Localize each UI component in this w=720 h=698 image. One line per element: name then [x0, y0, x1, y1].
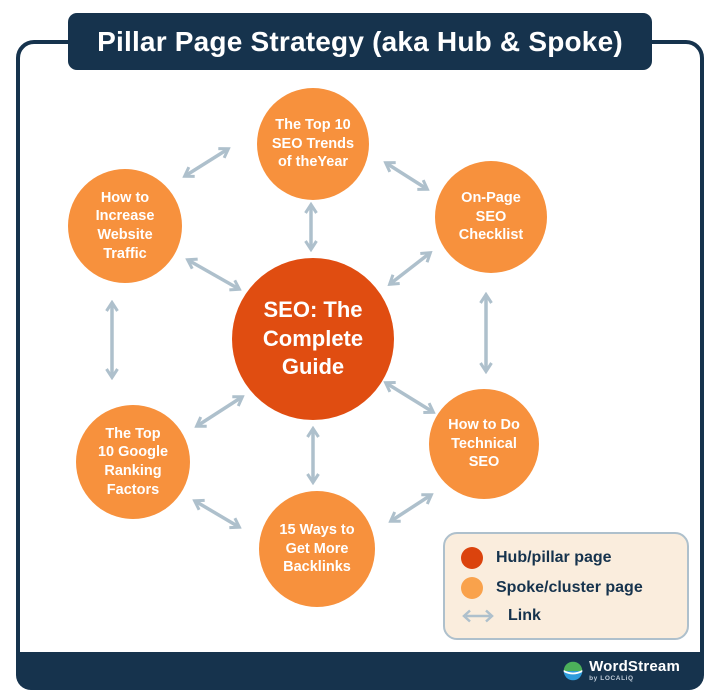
link-arrow-icon — [462, 609, 494, 623]
brand-name: WordStream — [589, 658, 680, 676]
hub-node: SEO: The Complete Guide — [232, 258, 394, 420]
wordstream-wordmark: WordStream by LOCALiQ — [589, 659, 680, 683]
brand-byline: by LOCALiQ — [589, 675, 634, 683]
wordstream-globe-icon — [563, 661, 583, 681]
legend-item-hub: Hub/pillar page — [461, 547, 675, 569]
wordstream-logo: WordStream by LOCALiQ — [563, 659, 680, 683]
legend: Hub/pillar page Spoke/cluster page Link — [443, 532, 689, 640]
spoke-swatch-icon — [461, 577, 483, 599]
footer-bar: WordStream by LOCALiQ — [16, 652, 704, 690]
legend-label: Hub/pillar page — [496, 549, 612, 566]
spoke-node-upper-left: How to Increase Website Traffic — [68, 169, 182, 283]
legend-item-spoke: Spoke/cluster page — [461, 577, 675, 599]
spoke-node-lower-right: How to Do Technical SEO — [429, 389, 539, 499]
legend-label: Link — [508, 607, 541, 624]
spoke-node-upper-right: On-Page SEO Checklist — [435, 161, 547, 273]
legend-item-link: Link — [461, 607, 675, 625]
page-title: Pillar Page Strategy (aka Hub & Spoke) — [97, 25, 623, 57]
spoke-node-lower-left: The Top 10 Google Ranking Factors — [76, 405, 190, 519]
title-banner: Pillar Page Strategy (aka Hub & Spoke) — [68, 13, 652, 70]
hub-swatch-icon — [461, 547, 483, 569]
spoke-node-bottom: 15 Ways to Get More Backlinks — [259, 491, 375, 607]
legend-label: Spoke/cluster page — [496, 579, 643, 596]
spoke-node-top: The Top 10 SEO Trends of theYear — [257, 88, 369, 200]
